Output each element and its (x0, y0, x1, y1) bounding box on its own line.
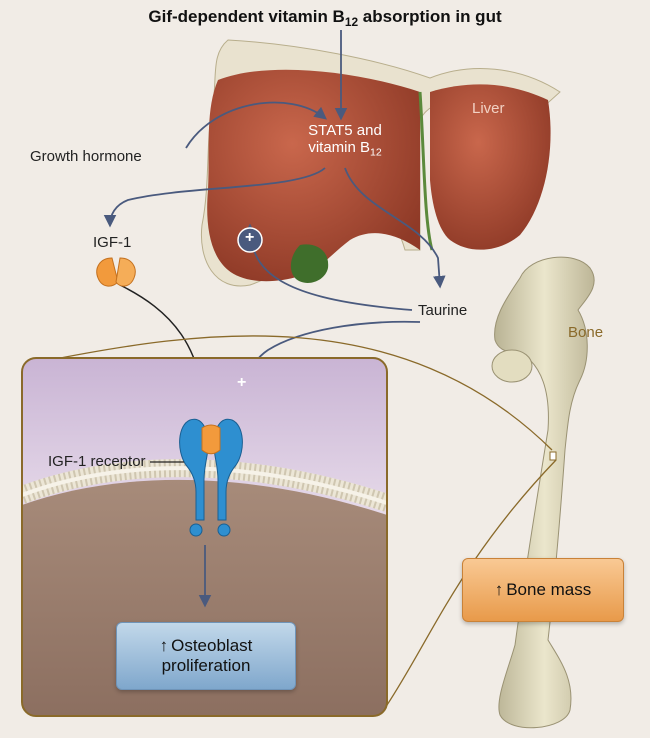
arrow-stat5-to-igf1 (103, 167, 326, 228)
cell-inset (22, 358, 387, 716)
osteoblast-proliferation-box: ↑Osteoblast proliferation (116, 622, 296, 690)
plus-circle-liver (237, 227, 263, 253)
bone-mass-box: ↑Bone mass (462, 558, 624, 622)
arrow-growth-hormone-to-stat5 (185, 101, 327, 149)
plus-icon-liver: + (245, 229, 255, 246)
label-growth-hormone: Growth hormone (30, 148, 142, 165)
igf1-receptor-shape (179, 418, 243, 537)
liver-illustration (200, 39, 561, 287)
cell-inset-border (21, 357, 388, 717)
label-bone: Bone (568, 324, 604, 341)
bone-illustration (491, 256, 595, 729)
label-taurine: Taurine (418, 302, 468, 319)
zoom-line-bottom (386, 459, 557, 706)
diagram-title: Gif-dependent vitamin B12 absorption in … (148, 7, 502, 30)
label-liver: Liver (472, 100, 505, 117)
igf1-molecule (96, 257, 136, 287)
plus-icon-receptor: + (237, 374, 247, 391)
arrow-stat5-to-taurine (344, 167, 446, 289)
label-stat5: STAT5 and vitamin B12 (308, 122, 382, 159)
label-igf1: IGF-1 (93, 234, 132, 251)
up-arrow-icon: ↑ (494, 579, 504, 599)
up-arrow-icon: ↑ (159, 635, 169, 655)
label-igf1-receptor: IGF-1 receptor (48, 453, 146, 470)
zoom-line-top (39, 335, 553, 451)
